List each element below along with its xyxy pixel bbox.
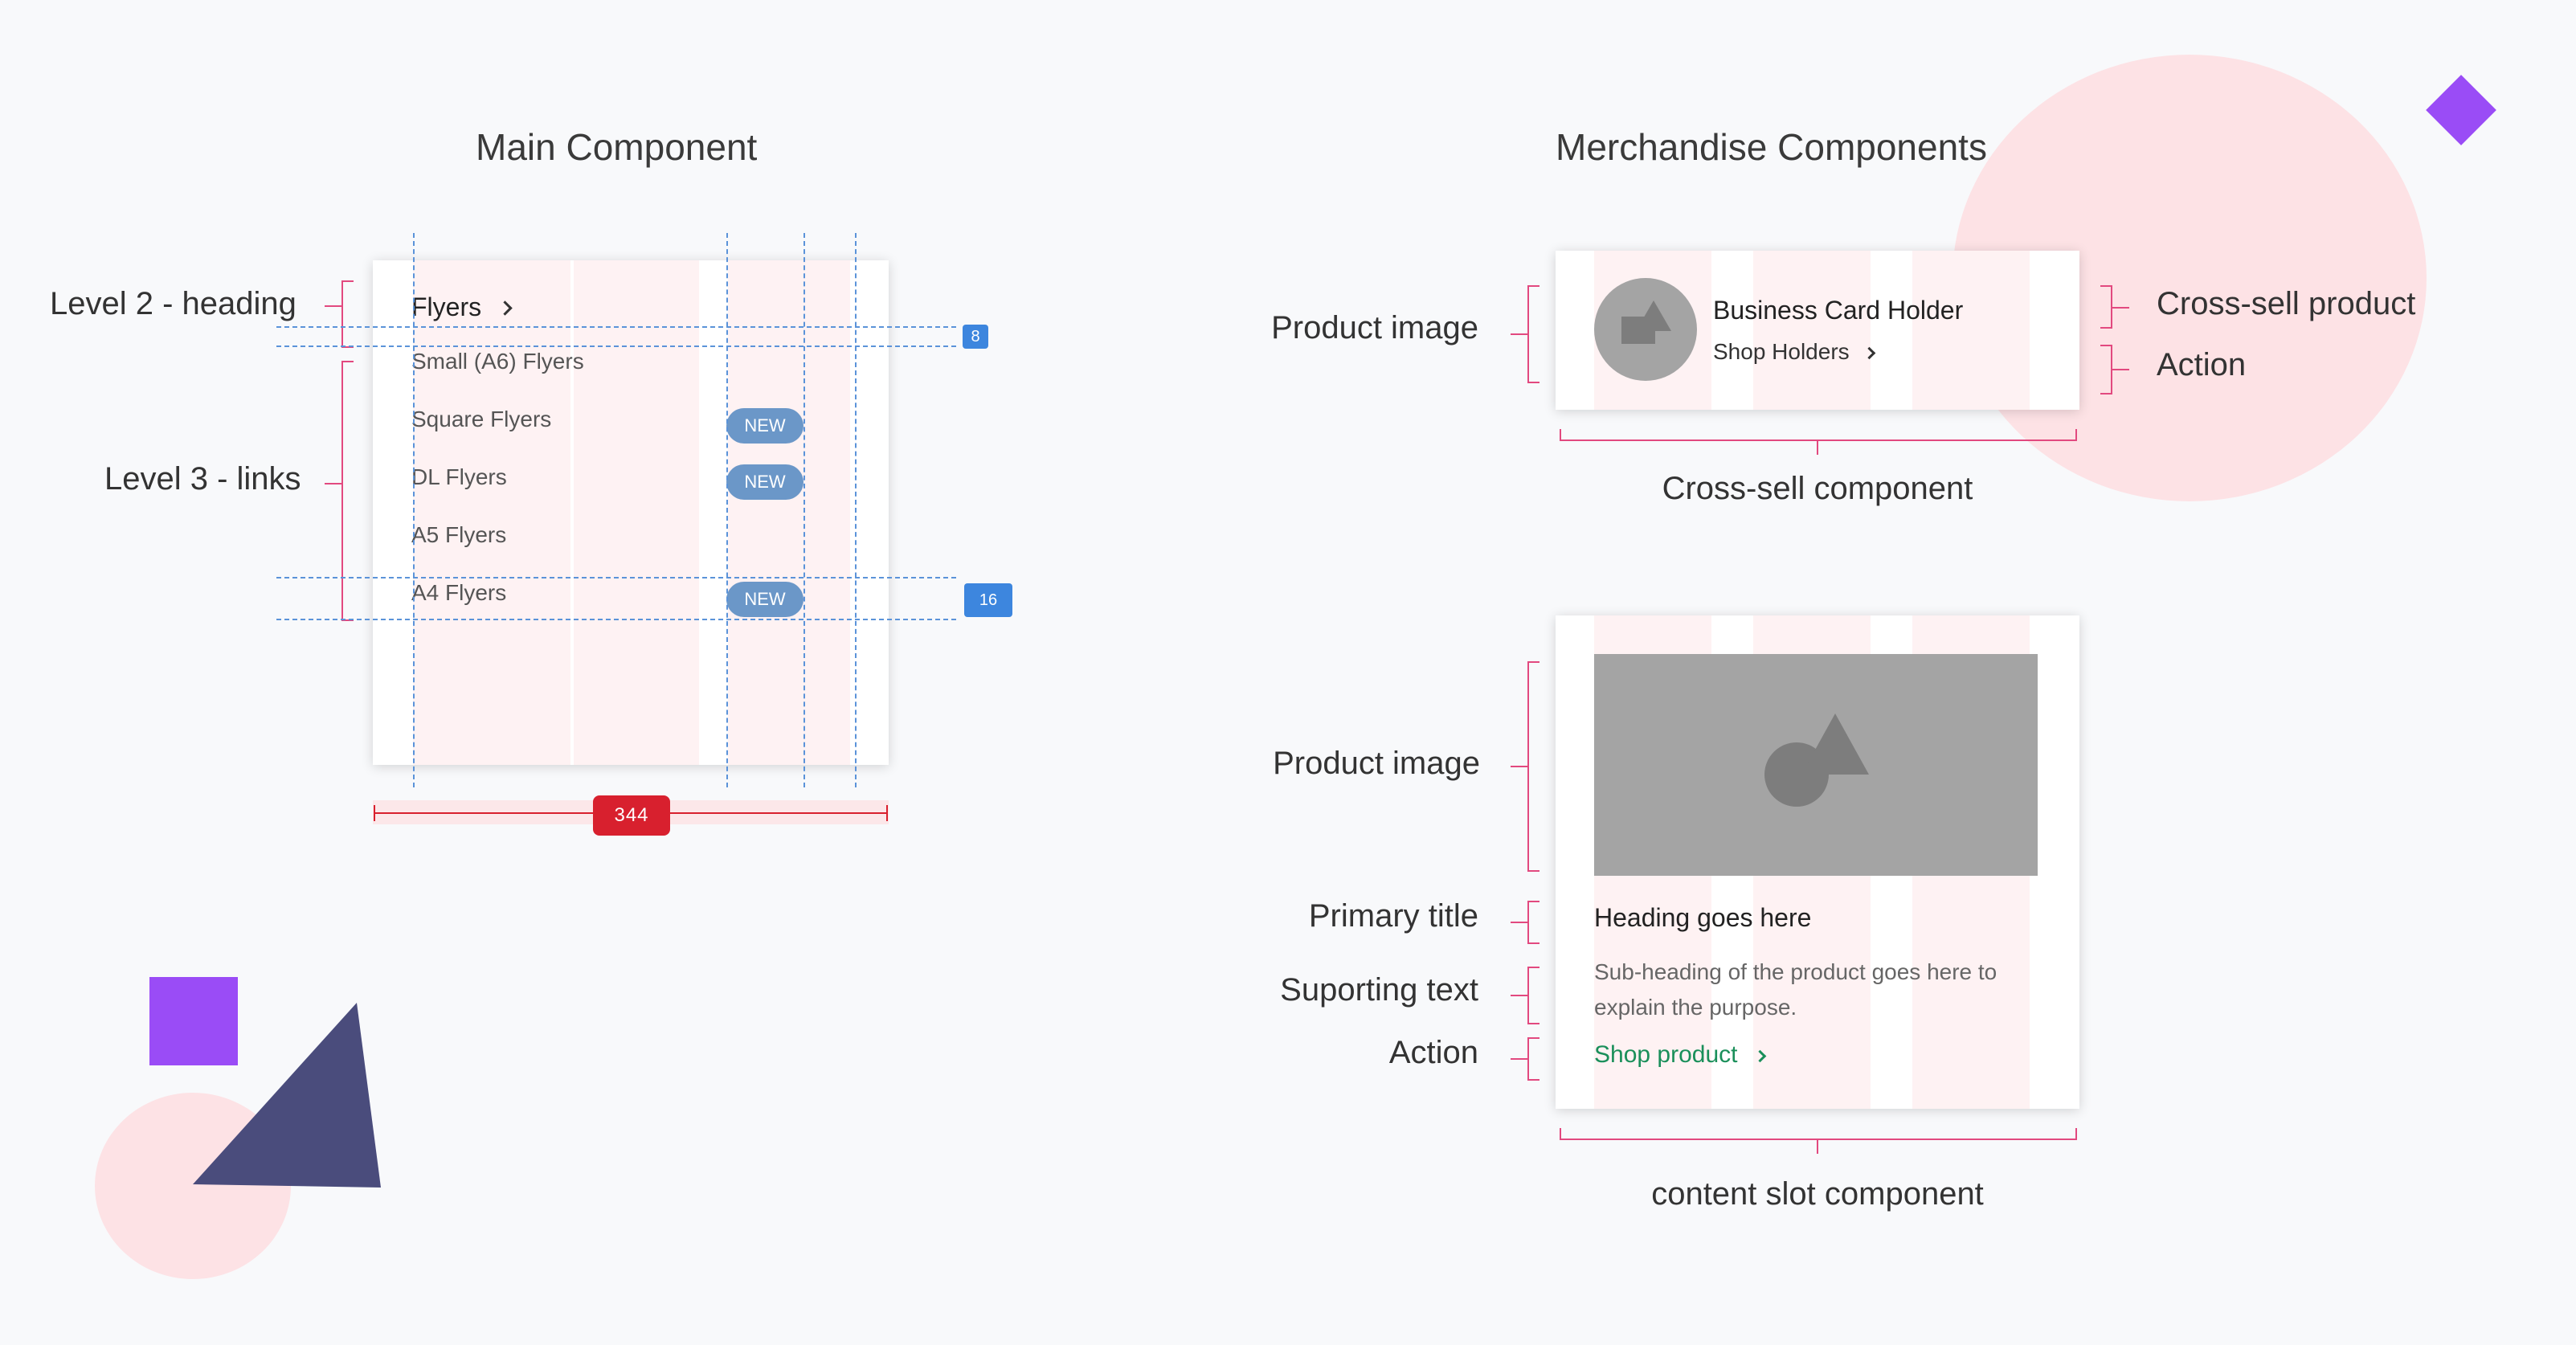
new-badge: NEW	[726, 464, 803, 500]
level2-heading-label: Level 2 - heading	[50, 286, 296, 321]
shop-holders-label: Shop Holders	[1713, 339, 1850, 364]
nav-link-a4-flyers[interactable]: A4 Flyers	[411, 580, 507, 605]
guide-line-vertical	[413, 233, 415, 787]
new-badge: NEW	[726, 408, 803, 444]
level3-links-label: Level 3 - links	[104, 461, 301, 497]
content-slot-action-label: Action	[1388, 1035, 1478, 1070]
cross-sell-image-bracket	[1511, 285, 1539, 383]
cross-sell-product-name: Business Card Holder	[1713, 296, 1964, 325]
nav-heading-label: Flyers	[411, 292, 482, 321]
guide-line-horizontal	[276, 345, 956, 347]
cross-sell-right-brackets	[2100, 285, 2129, 395]
merchandise-components-title: Merchandise Components	[1556, 126, 1987, 168]
shop-product-label: Shop product	[1594, 1041, 1738, 1068]
width-badge-344: 344	[593, 795, 670, 836]
level2-bracket	[325, 280, 354, 348]
content-slot-supporting-text-label: Suporting text	[1280, 972, 1478, 1008]
content-slot-subheading-line1: Sub-heading of the product goes here to	[1594, 959, 1997, 984]
chevron-right-icon	[1863, 346, 1876, 360]
chevron-right-icon	[1753, 1049, 1767, 1063]
main-component-title: Main Component	[476, 126, 758, 168]
product-image-placeholder	[1594, 654, 2038, 876]
spacing-badge-16: 16	[964, 583, 1012, 617]
content-slot-bottom-bracket	[1560, 1128, 2077, 1154]
grid-column	[574, 260, 699, 765]
guide-line-horizontal	[276, 577, 956, 578]
grid-column	[413, 260, 570, 765]
shop-holders-link[interactable]: Shop Holders	[1713, 339, 1876, 365]
new-badge: NEW	[726, 582, 803, 617]
spacing-badge-8: 8	[963, 325, 988, 349]
content-slot-left-brackets	[1511, 661, 1539, 1081]
guide-line-vertical	[803, 233, 805, 787]
guide-line-horizontal	[276, 619, 956, 620]
cross-sell-bottom-bracket	[1560, 429, 2077, 455]
main-nav-card: Flyers Small (A6) Flyers Square Flyers N…	[373, 260, 889, 765]
level3-bracket	[325, 361, 354, 621]
decorative-triangle-navy	[193, 1003, 381, 1188]
decorative-square-purple	[149, 977, 238, 1065]
shop-product-link[interactable]: Shop product	[1594, 1041, 1767, 1069]
content-slot-subheading-line2: explain the purpose.	[1594, 995, 1797, 1020]
cross-sell-product-label: Cross-sell product	[2157, 286, 2416, 321]
guide-line-vertical	[726, 233, 728, 787]
image-placeholder-icon	[1764, 713, 1869, 807]
nav-link-dl-flyers[interactable]: DL Flyers	[411, 464, 507, 489]
grid-column	[1753, 251, 1871, 410]
product-thumbnail	[1594, 278, 1697, 381]
cross-sell-product-image-label: Product image	[1271, 310, 1478, 345]
content-slot-primary-title-label: Primary title	[1308, 898, 1478, 934]
decorative-diamond-purple	[2426, 75, 2496, 145]
guide-line-horizontal	[276, 326, 956, 328]
content-slot-component-caption: content slot component	[1651, 1176, 1984, 1212]
nav-heading-flyers[interactable]: Flyers	[411, 292, 513, 322]
cross-sell-component-caption: Cross-sell component	[1662, 471, 1973, 506]
chevron-right-icon	[497, 300, 513, 316]
nav-link-square-flyers[interactable]: Square Flyers	[411, 407, 552, 431]
nav-link-a5-flyers[interactable]: A5 Flyers	[411, 522, 507, 547]
content-slot-card[interactable]: Heading goes here Sub-heading of the pro…	[1556, 615, 2079, 1109]
cross-sell-card[interactable]: Business Card Holder Shop Holders	[1556, 251, 2079, 410]
cross-sell-action-label: Action	[2157, 347, 2247, 382]
grid-column	[728, 260, 850, 765]
guide-line-vertical	[855, 233, 857, 787]
grid-column	[1912, 251, 2030, 410]
content-slot-product-image-label: Product image	[1273, 746, 1480, 781]
image-placeholder-icon	[1621, 300, 1671, 344]
content-slot-heading: Heading goes here	[1594, 903, 1812, 932]
nav-link-small-a6-flyers[interactable]: Small (A6) Flyers	[411, 349, 584, 374]
